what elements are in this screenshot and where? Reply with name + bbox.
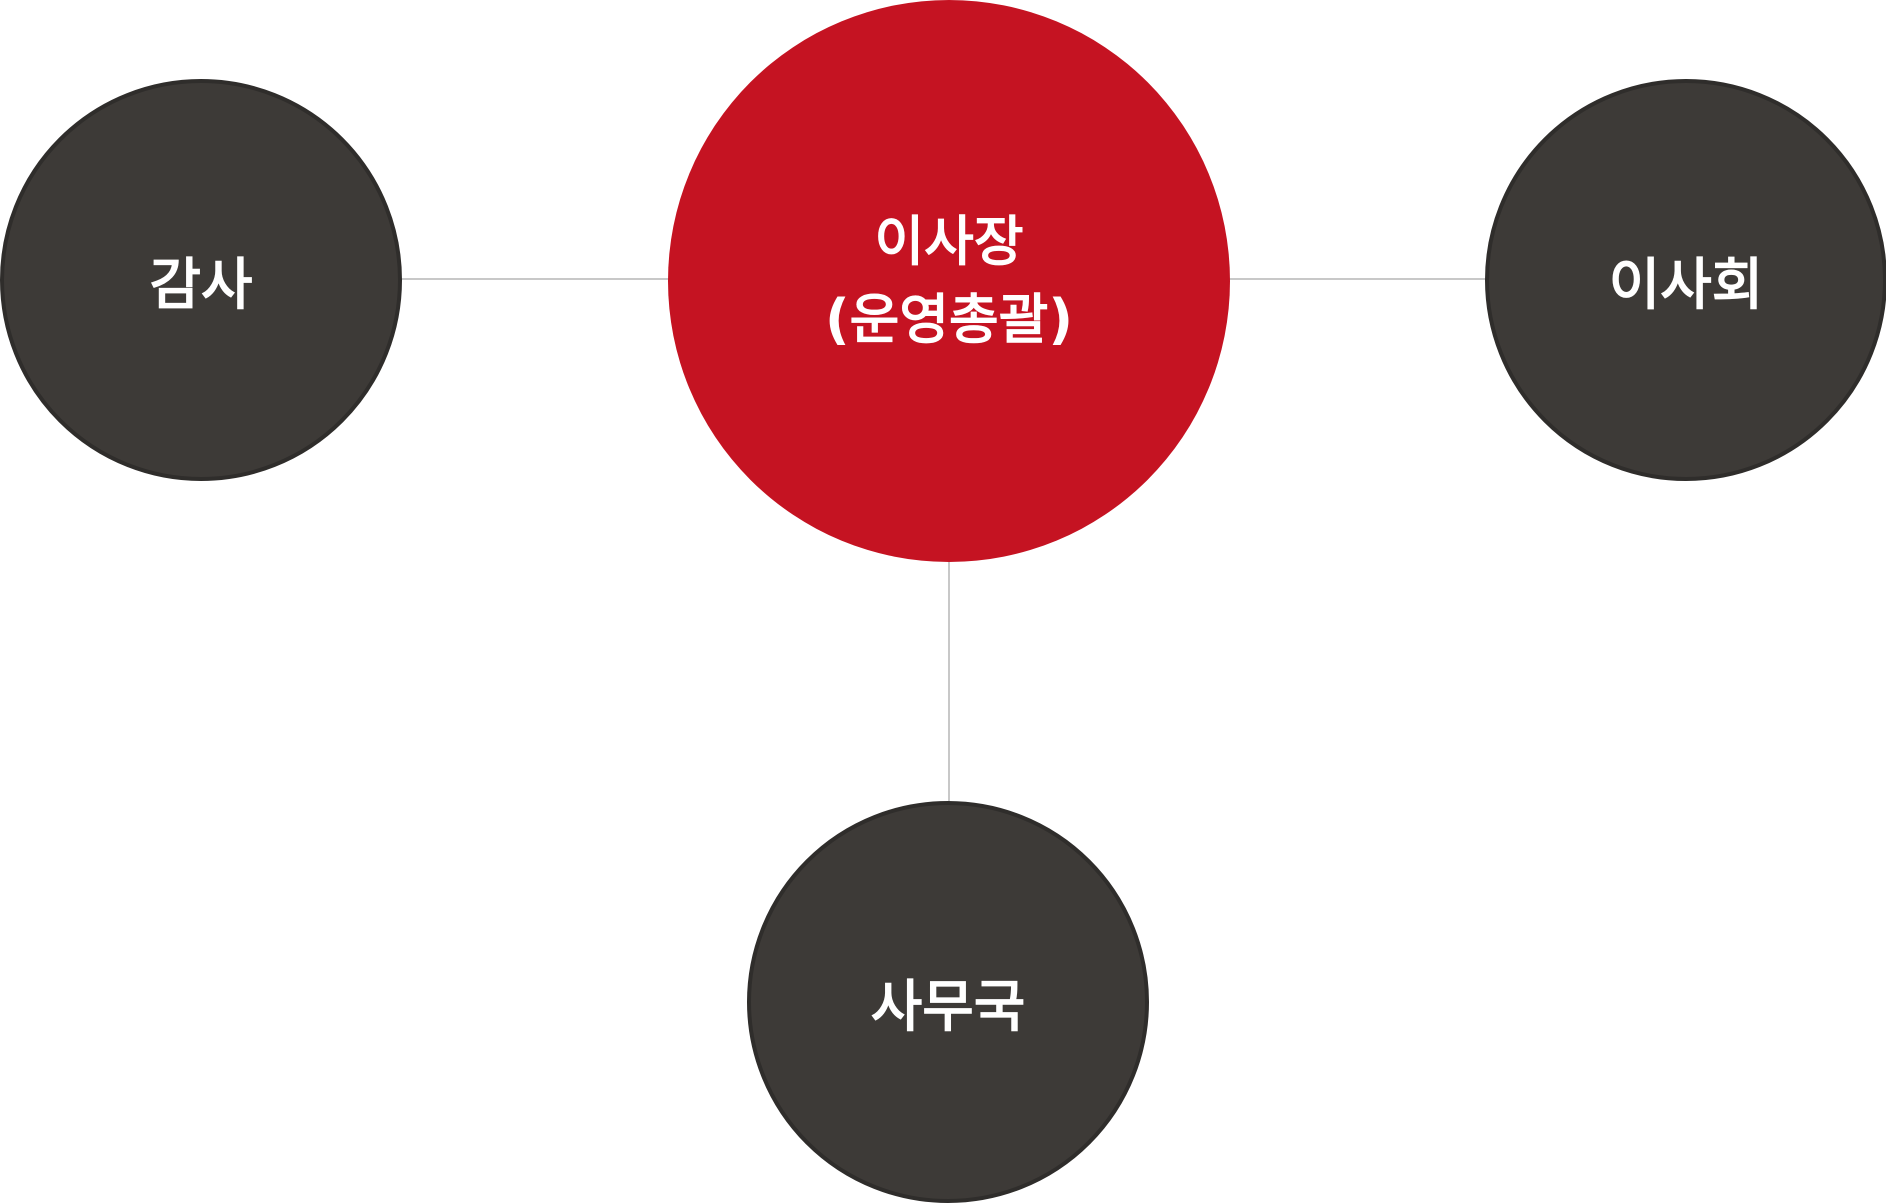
secretariat-label: 사무국 bbox=[870, 974, 1026, 1040]
board-node: 이사회 bbox=[1485, 79, 1886, 481]
audit-node: 감사 bbox=[0, 79, 402, 481]
ceo-node: 이사장 (운영총괄) bbox=[668, 0, 1230, 562]
ceo-title: 이사장 bbox=[874, 209, 1024, 273]
connector-ceo-board bbox=[1226, 278, 1488, 280]
secretariat-node: 사무국 bbox=[747, 801, 1149, 1203]
ceo-subtitle: (운영총괄) bbox=[824, 288, 1074, 351]
audit-label: 감사 bbox=[149, 252, 253, 318]
board-label: 이사회 bbox=[1608, 252, 1764, 318]
connector-ceo-audit bbox=[398, 278, 670, 280]
connector-ceo-secretariat bbox=[948, 558, 950, 804]
